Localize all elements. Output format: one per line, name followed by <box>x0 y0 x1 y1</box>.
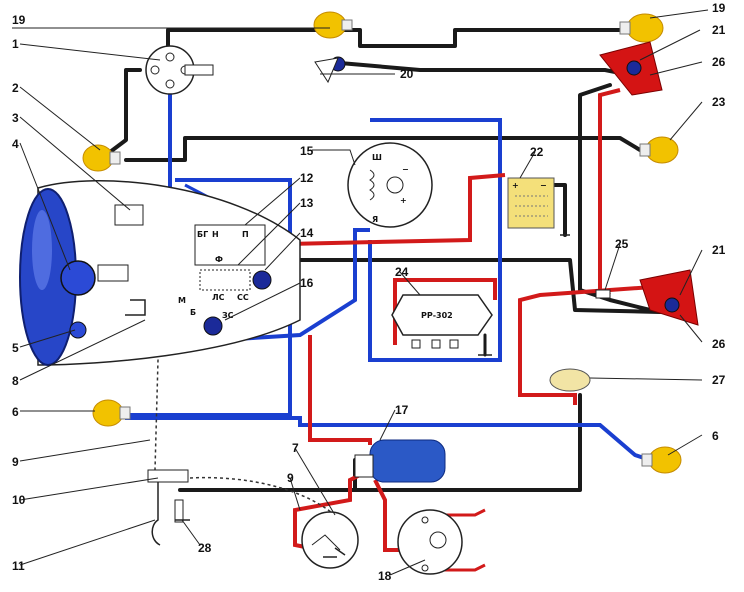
turn-signal-lamp-icon <box>82 144 121 172</box>
switch-terminal-zs: ЗС <box>222 311 234 320</box>
switch-terminal-p: П <box>242 230 249 239</box>
callout-12: 12 <box>300 171 314 185</box>
callout-19-left: 19 <box>12 13 26 27</box>
ignition-switch: БГ Н П Ф ЛС М СС ЗС Б <box>178 224 272 336</box>
stop-switch <box>549 368 591 392</box>
leader-lines <box>12 9 709 576</box>
callout-15: 15 <box>300 144 314 158</box>
callout-23: 23 <box>712 95 726 109</box>
callout-11: 11 <box>12 559 25 573</box>
handlebar-switch <box>147 469 189 546</box>
svg-text:−: − <box>540 181 547 190</box>
callout-4: 4 <box>12 137 19 151</box>
callout-21-bottom: 21 <box>712 243 726 257</box>
horn-icon <box>314 56 346 84</box>
callout-1: 1 <box>12 37 19 51</box>
callout-9-left: 9 <box>12 455 19 469</box>
callout-7: 7 <box>292 441 299 455</box>
callout-17: 17 <box>395 403 409 417</box>
generator-terminal-ya: Я <box>372 215 378 224</box>
callout-26-top: 26 <box>712 55 726 69</box>
generator-icon: Ш Я + − <box>347 142 433 228</box>
callout-26-bottom: 26 <box>712 337 726 351</box>
turn-signal-lamp-icon <box>641 446 682 474</box>
switch-block <box>114 204 144 226</box>
callout-3: 3 <box>12 111 19 125</box>
callout-9-right: 9 <box>287 471 294 485</box>
turn-signal-lamp-icon <box>92 399 131 427</box>
headlight-assembly <box>19 180 301 366</box>
switch-terminal-m: М <box>178 296 186 305</box>
callout-19-right: 19 <box>712 1 726 15</box>
light-switch <box>145 45 214 95</box>
breaker-distributor <box>301 511 359 569</box>
callout-8: 8 <box>12 374 19 388</box>
callout-13: 13 <box>300 196 314 210</box>
ignition-coil-icon <box>354 439 446 483</box>
battery-icon: + − <box>507 177 555 229</box>
callout-2: 2 <box>12 81 19 95</box>
callout-14: 14 <box>300 226 314 240</box>
parking-bulb <box>69 321 87 339</box>
callout-10: 10 <box>12 493 26 507</box>
callout-22: 22 <box>530 145 544 159</box>
turn-signal-lamp-icon <box>313 11 353 39</box>
switch-terminal-ss: СС <box>237 293 249 302</box>
callout-16: 16 <box>300 276 314 290</box>
generator-terminal-sh: Ш <box>372 153 382 162</box>
regulator-label: РР-302 <box>421 311 453 320</box>
brake-light-icon <box>639 269 699 326</box>
svg-text:+: + <box>512 181 519 190</box>
callout-24: 24 <box>395 265 409 279</box>
svg-text:−: − <box>402 165 409 174</box>
relay-regulator-icon: РР-302 <box>391 294 493 349</box>
spark-assembly <box>397 509 463 575</box>
callout-25: 25 <box>615 237 629 251</box>
callout-5: 5 <box>12 341 19 355</box>
turn-signal-lamp-icon <box>619 13 664 43</box>
relay-switch <box>595 289 611 299</box>
turn-signal-lamp-icon <box>639 136 679 164</box>
svg-text:+: + <box>400 196 407 205</box>
callout-21-top: 21 <box>712 23 726 37</box>
switch-terminal-bg: БГ <box>197 230 208 239</box>
switch-terminal-b: Б <box>190 308 196 317</box>
switch-terminal-ls: ЛС <box>212 293 225 302</box>
switch-terminal-f: Ф <box>215 255 223 264</box>
callout-18: 18 <box>378 569 392 583</box>
callout-6-left: 6 <box>12 405 19 419</box>
switch-terminal-n: Н <box>212 230 219 239</box>
callout-27: 27 <box>712 373 726 387</box>
callout-6-right: 6 <box>712 429 719 443</box>
brake-light-icon <box>599 41 663 96</box>
callout-numbers: 19 1 2 3 4 5 8 6 9 10 11 19 21 26 23 21 … <box>12 1 726 583</box>
callout-28: 28 <box>198 541 212 555</box>
headlight-bulb <box>60 260 96 296</box>
callout-20: 20 <box>400 67 414 81</box>
